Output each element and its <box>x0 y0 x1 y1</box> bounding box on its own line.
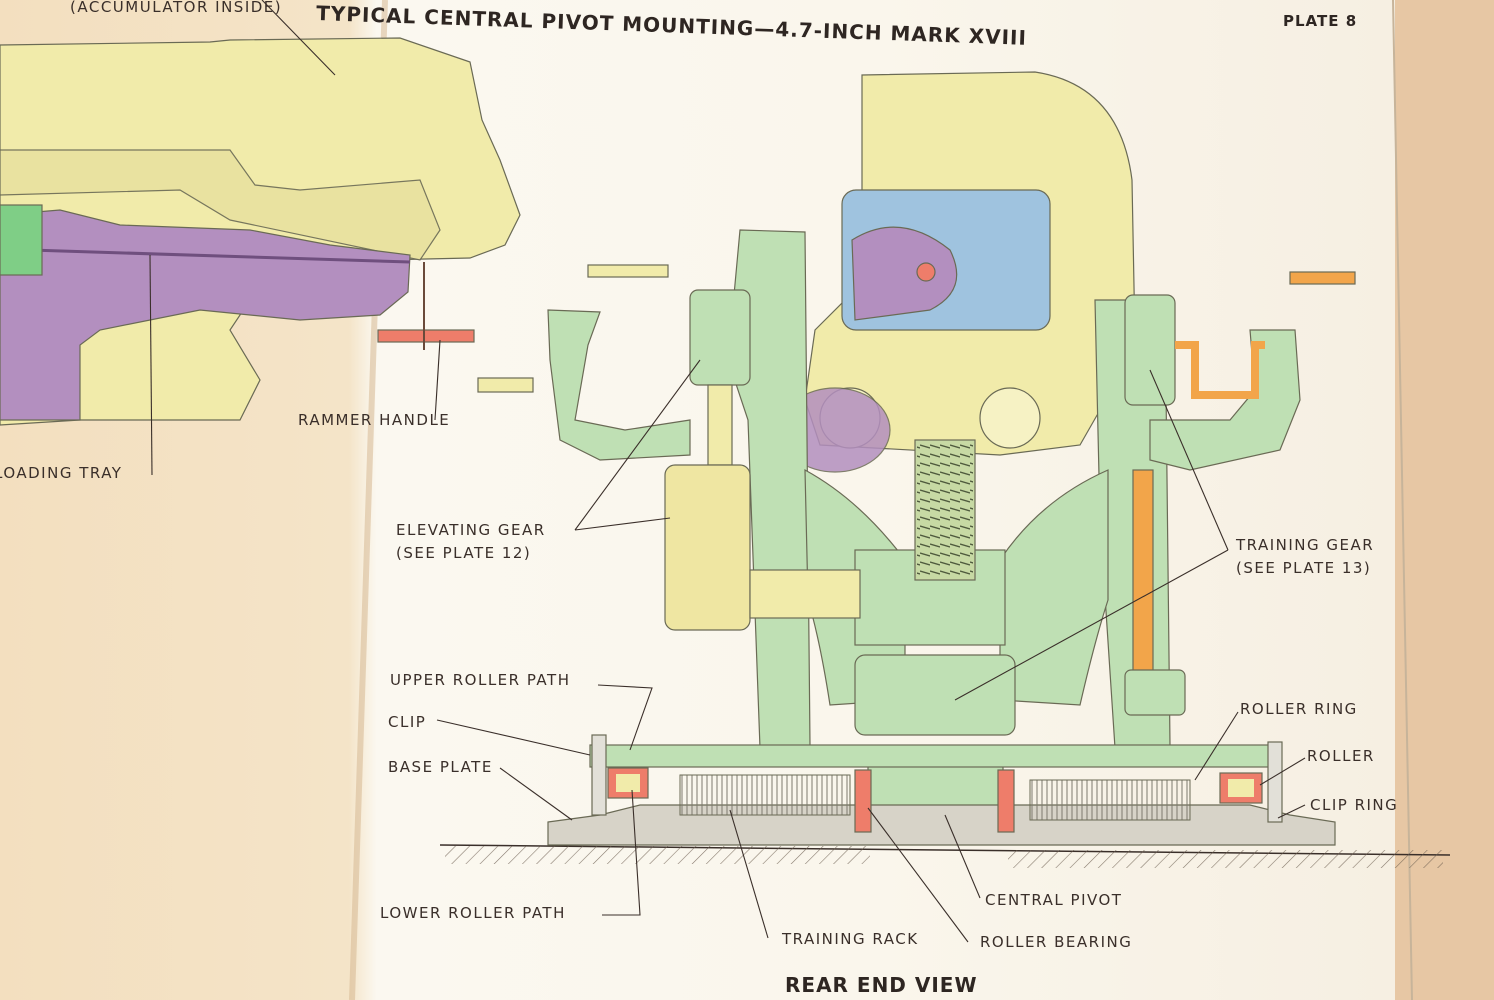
cradle-trunnion-right <box>979 387 1041 449</box>
roller-right-core <box>1228 779 1254 797</box>
elevating-rack-teeth <box>917 442 973 578</box>
roller-right <box>1219 772 1263 804</box>
partial-top-label: (ACCUMULATOR INSIDE) <box>70 0 282 16</box>
rammer-handle-bar <box>377 329 475 343</box>
ground-hatching-right <box>1008 850 1443 868</box>
pivot-housing <box>854 654 1016 736</box>
label-roller: ROLLER <box>1307 747 1375 765</box>
ground-hatching-left <box>445 846 870 864</box>
label-central-pivot: CENTRAL PIVOT <box>985 891 1122 909</box>
training-crank <box>1175 341 1265 399</box>
side-view-partial <box>0 37 521 426</box>
leader-lines <box>149 0 1306 943</box>
roller-left-core <box>616 774 640 792</box>
label-rammer-handle: RAMMER HANDLE <box>298 411 450 429</box>
clip-ring-right <box>1267 741 1283 823</box>
label-roller-ring: ROLLER RING <box>1240 700 1358 718</box>
label-roller-bearing: ROLLER BEARING <box>980 933 1132 951</box>
elevating-gearbox-lower <box>664 464 751 631</box>
roller-band-left <box>679 774 851 816</box>
label-training-gear: TRAINING GEAR <box>1235 536 1374 554</box>
elevating-gearbox-upper <box>689 289 751 386</box>
rear-end-view <box>439 71 1451 868</box>
elevating-shaft <box>707 384 733 466</box>
label-clip-ring: CLIP RING <box>1310 796 1398 814</box>
tray-rail <box>29 248 411 264</box>
elevating-handle-arm <box>587 264 669 278</box>
training-pinion-housing <box>1124 669 1186 716</box>
elevating-drive-shaft <box>749 569 861 619</box>
base-plate <box>547 804 1336 846</box>
elevating-handle-knob <box>477 377 534 393</box>
roller-bearing-right <box>997 769 1015 833</box>
clip-left <box>591 734 607 816</box>
breech-mechanism <box>851 226 958 321</box>
label-elevating-gear-ref: (SEE PLATE 12) <box>396 544 531 562</box>
upper-roller-path-plate <box>589 744 1281 768</box>
training-handwheel-bracket <box>1149 329 1301 471</box>
label-loading-tray: LOADING TRAY <box>0 464 122 482</box>
label-base-plate: BASE PLATE <box>388 758 493 776</box>
label-training-rack: TRAINING RACK <box>781 930 919 948</box>
training-handle-arm <box>1289 271 1356 285</box>
label-lower-roller-path: LOWER ROLLER PATH <box>380 904 566 922</box>
label-clip: CLIP <box>388 713 426 731</box>
roller-band-right <box>1029 779 1191 821</box>
training-gearbox-upper <box>1124 294 1176 406</box>
label-upper-roller-path: UPPER ROLLER PATH <box>390 671 570 689</box>
view-caption: REAR END VIEW <box>785 973 978 997</box>
plate-number: PLATE 8 <box>1283 12 1357 30</box>
page-edge-line <box>1392 0 1413 1000</box>
roller-bearing-left <box>854 769 872 833</box>
cradle-lower-bracket <box>0 149 441 261</box>
label-training-gear-ref: (SEE PLATE 13) <box>1236 559 1371 577</box>
tray-green-block <box>0 204 43 276</box>
label-elevating-gear: ELEVATING GEAR <box>396 521 546 539</box>
loading-tray-body <box>0 209 411 421</box>
breech-lever <box>916 262 936 282</box>
training-drive-shaft <box>1132 469 1154 681</box>
elevating-handwheel-bracket <box>547 309 691 461</box>
